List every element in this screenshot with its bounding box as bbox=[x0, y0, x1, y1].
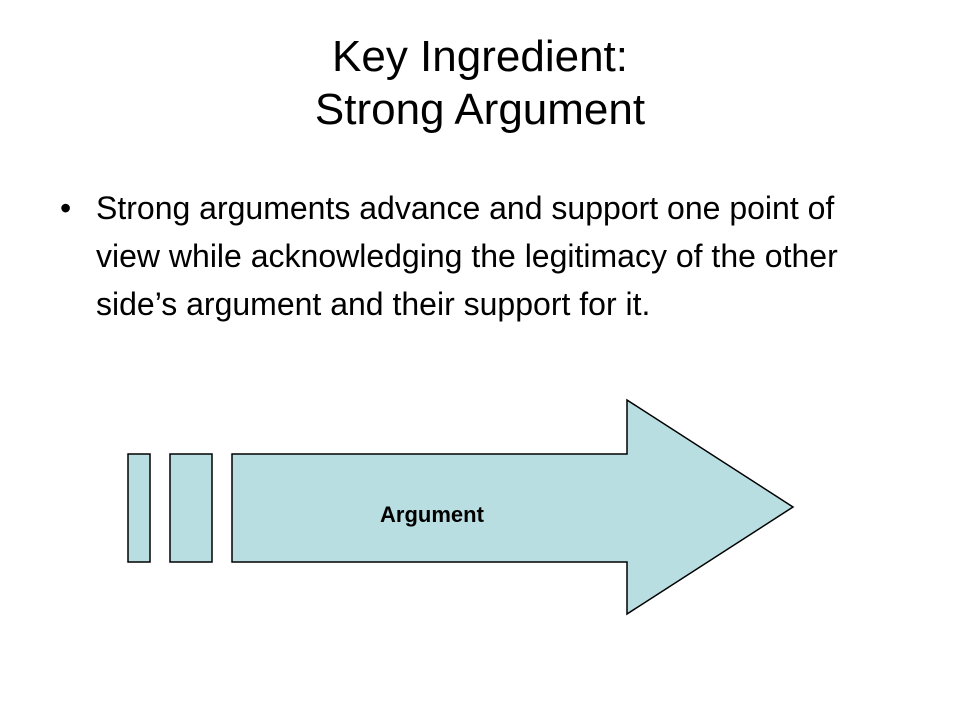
title-line-1: Key Ingredient: bbox=[332, 32, 628, 81]
arrow-tail-bar-2 bbox=[169, 453, 213, 563]
bullet-list: • Strong arguments advance and support o… bbox=[60, 184, 900, 328]
arrow-tail-bar-1 bbox=[127, 453, 151, 563]
bullet-text: Strong arguments advance and support one… bbox=[96, 190, 838, 322]
slide-title: Key Ingredient: Strong Argument bbox=[0, 30, 960, 136]
bullet-icon: • bbox=[60, 190, 72, 226]
arrow-label: Argument bbox=[380, 502, 485, 527]
arrow-body bbox=[231, 398, 795, 616]
bullet-item: • Strong arguments advance and support o… bbox=[60, 184, 900, 328]
title-line-2: Strong Argument bbox=[314, 85, 646, 134]
